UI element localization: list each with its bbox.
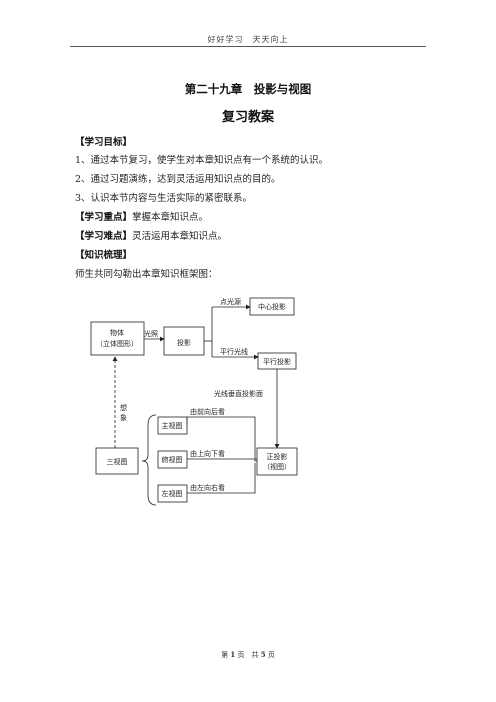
top-view-box xyxy=(157,450,188,469)
goal-heading: 【学习目标】 xyxy=(75,137,133,148)
page-header: 好好学习 天天向上 xyxy=(207,35,289,44)
perpendicular-label: 光线垂直投影面 xyxy=(214,389,263,398)
three-views-box xyxy=(95,447,139,475)
object-box xyxy=(90,321,145,356)
parallel-light-label: 平行光线 xyxy=(220,347,248,356)
views-brace xyxy=(141,414,157,506)
goal-heading-line: 【学习目标】 xyxy=(75,134,132,148)
front-dir-connector xyxy=(186,416,257,462)
orthographic-label-2: （视图） xyxy=(263,462,291,471)
left-view-box xyxy=(157,484,188,503)
difficulty-line: 【学习难点】灵活运用本章知识点。 xyxy=(75,228,227,242)
front-view-label: 主视图 xyxy=(162,421,183,430)
footer-mid: 页 共 xyxy=(237,651,259,659)
review-heading: 【知识梳理】 xyxy=(75,250,133,261)
front-dir-label: 由前向后看 xyxy=(190,407,225,416)
review-heading-line: 【知识梳理】 xyxy=(75,247,132,261)
three-views-label: 三视图 xyxy=(107,457,128,466)
top-dir-label: 由上向下看 xyxy=(190,449,225,458)
point-light-label: 点光源 xyxy=(220,297,241,306)
front-view-box xyxy=(157,416,188,435)
central-projection-label: 中心投影 xyxy=(258,302,286,311)
restore-label-1: 想 xyxy=(120,403,127,412)
page-footer: 第 1 页 共 5 页 xyxy=(0,650,496,660)
object-label-2: （立体图形） xyxy=(96,339,138,348)
parallel-projection-label: 平行投影 xyxy=(263,357,291,366)
header-divider xyxy=(70,46,426,47)
restore-label-2: 象 xyxy=(120,413,127,422)
key-point-line: 【学习重点】掌握本章知识点。 xyxy=(75,209,208,223)
left-dir-connector xyxy=(187,463,256,494)
central-projection-box xyxy=(249,297,295,316)
knowledge-framework-diagram: 物体 （立体图形） 光照 投影 点光源 中心投影 平行光线 平行投影 光线垂直投… xyxy=(90,297,298,506)
key-point-text: 掌握本章知识点。 xyxy=(132,212,209,223)
footer-page-number: 1 xyxy=(230,650,236,659)
left-view-label: 左视图 xyxy=(162,489,183,498)
footer-total-pages: 5 xyxy=(260,650,266,659)
review-text: 师生共同勾勒出本章知识框架图： xyxy=(75,269,218,280)
goal-1: 1、通过本节复习，使学生对本章知识点有一个系统的认识。 xyxy=(75,155,329,166)
chapter-title: 第二十九章 投影与视图 xyxy=(184,82,312,96)
projection-label: 投影 xyxy=(177,338,191,347)
object-label-1: 物体 xyxy=(110,328,124,337)
left-dir-label: 由左向右看 xyxy=(190,483,225,492)
goal-3: 3、认识本节内容与生活实际的紧密联系。 xyxy=(75,193,253,204)
difficulty-text: 灵活运用本章知识点。 xyxy=(132,231,228,242)
light-label: 光照 xyxy=(144,329,158,338)
goal-2: 2、通过习题演练，达到灵活运用知识点的目的。 xyxy=(75,174,281,185)
orthographic-label-1: 正投影 xyxy=(267,452,288,461)
key-point-heading: 【学习重点】 xyxy=(75,212,133,223)
difficulty-heading: 【学习难点】 xyxy=(75,231,133,242)
footer-prefix: 第 xyxy=(221,651,229,659)
top-view-label: 俯视图 xyxy=(162,455,183,464)
orthographic-box xyxy=(256,447,298,476)
footer-suffix: 页 xyxy=(267,651,275,659)
lesson-title: 复习教案 xyxy=(221,110,274,125)
